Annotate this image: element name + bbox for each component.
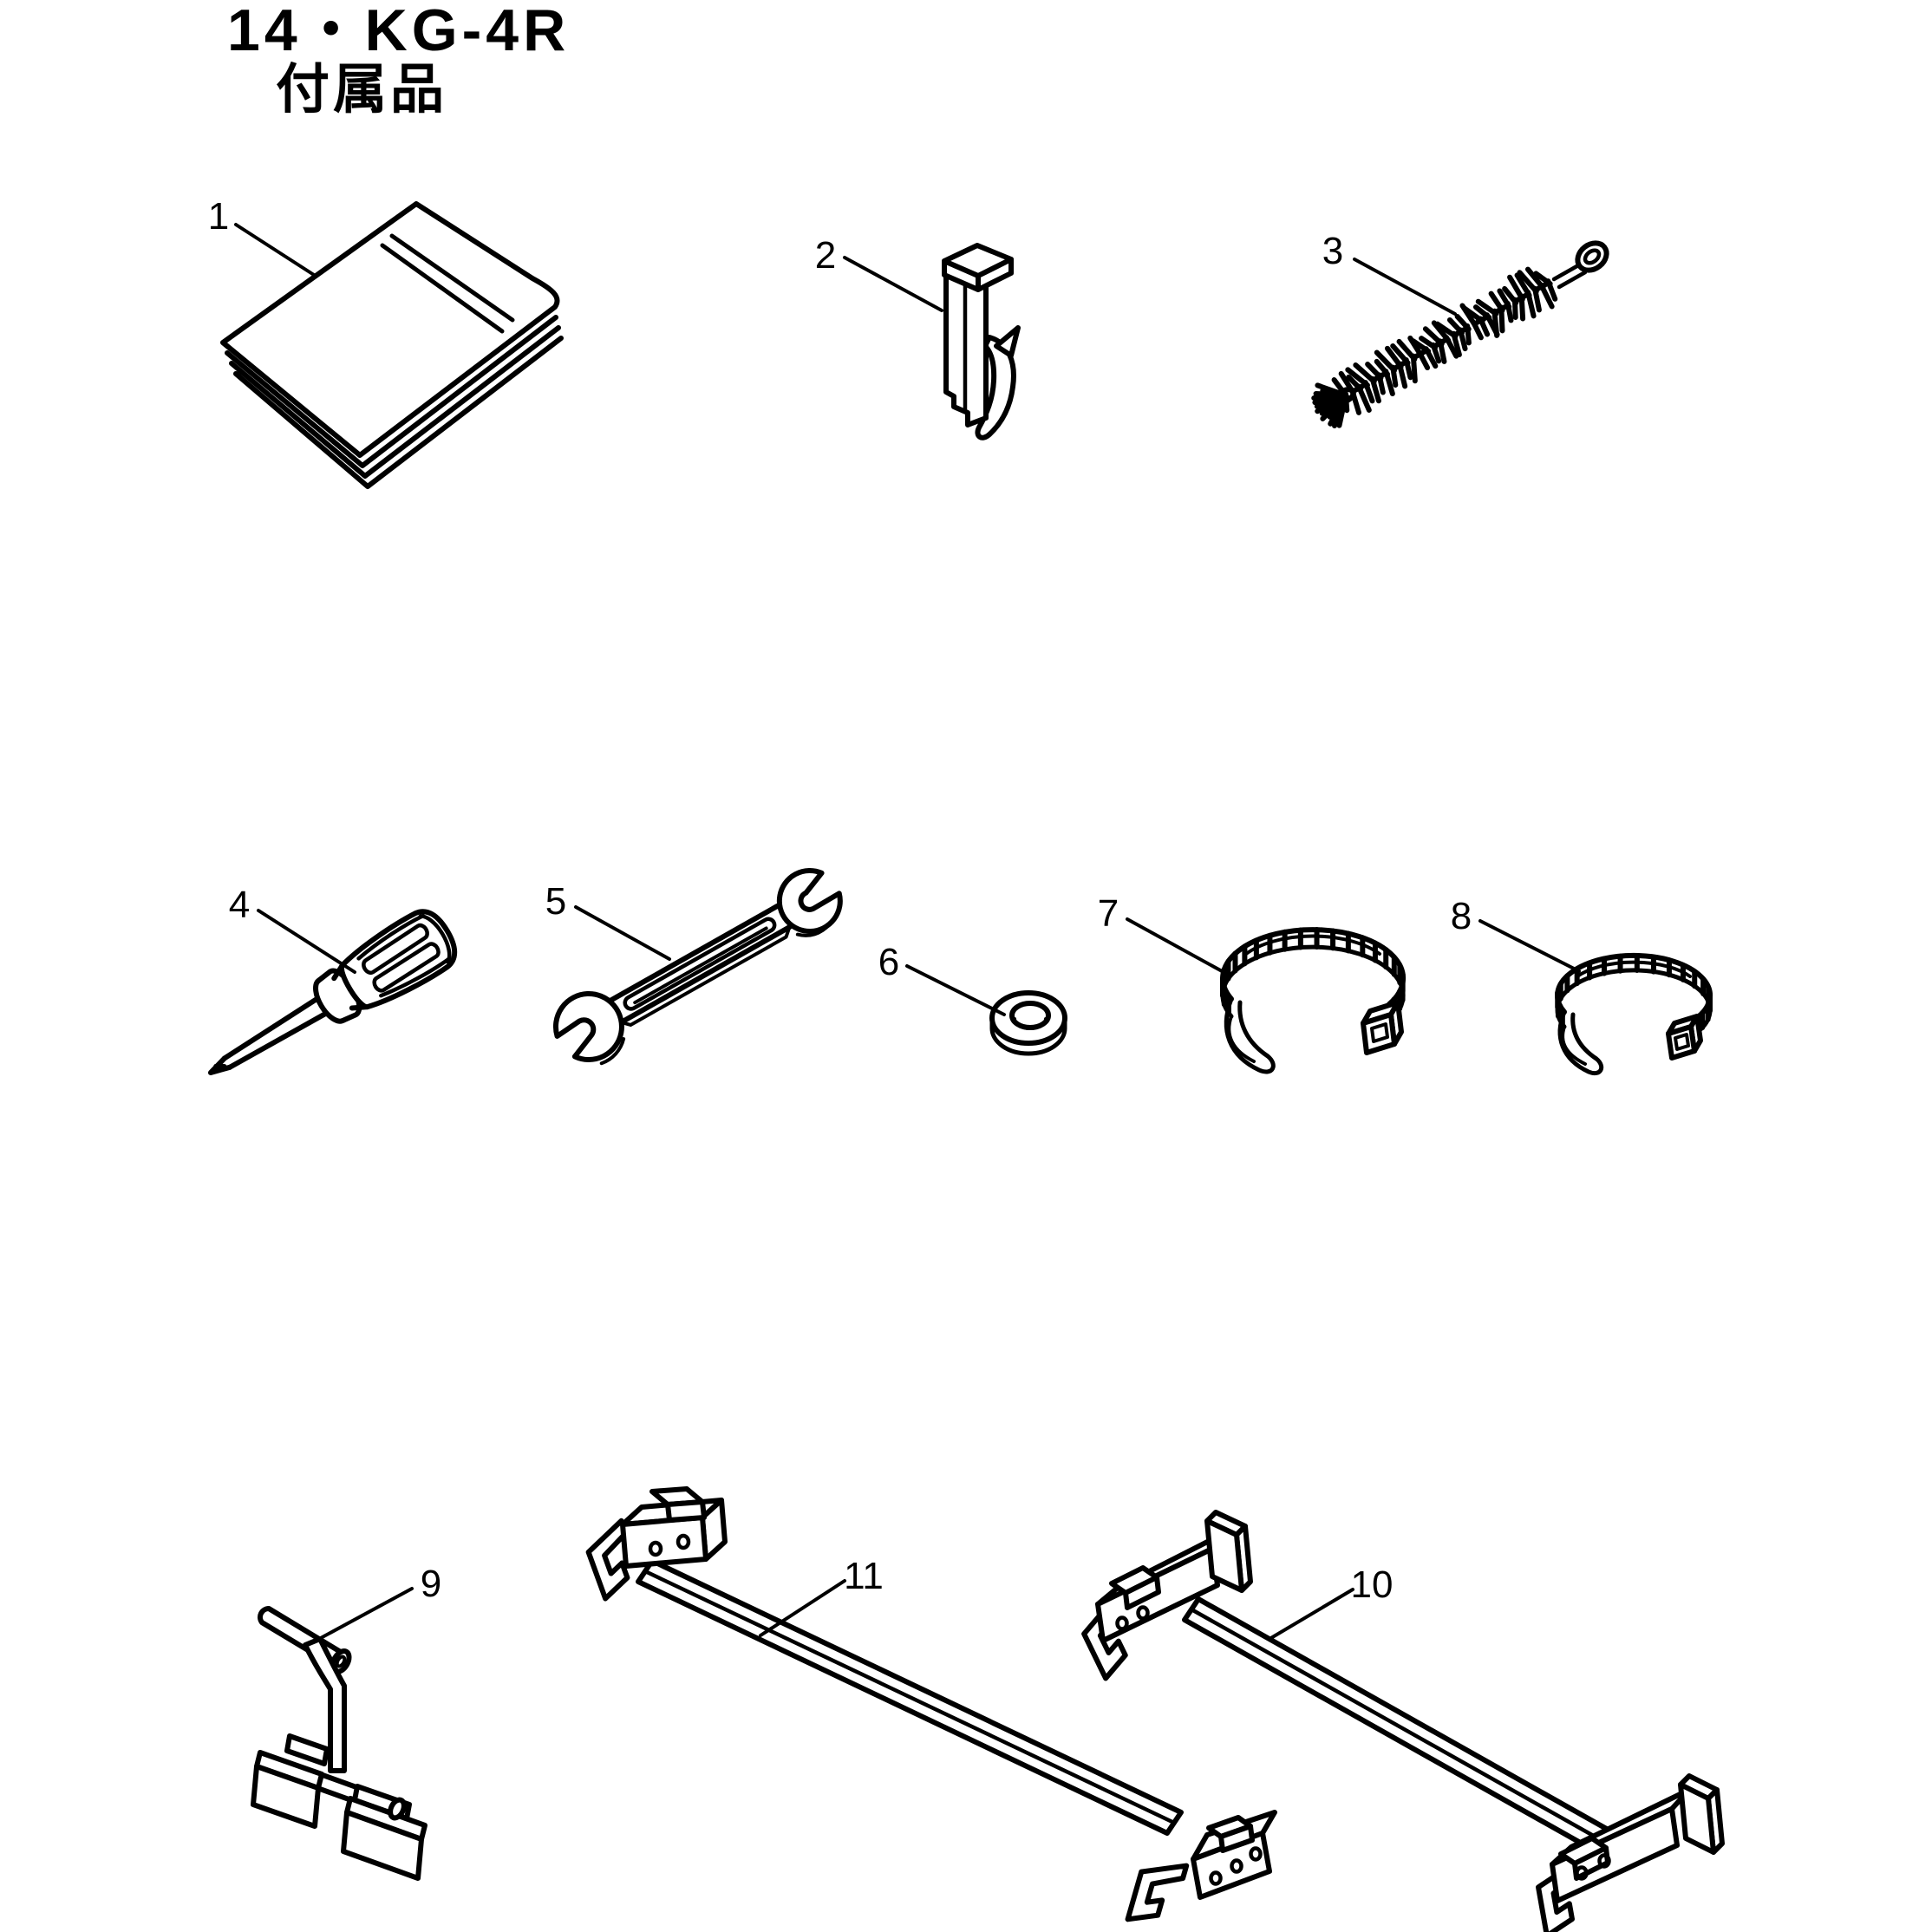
part-label-4: 4 <box>229 884 250 926</box>
part-label-1: 1 <box>208 195 229 238</box>
leader-line-4 <box>257 909 356 974</box>
part-10-bar-tool <box>1076 1510 1725 1932</box>
brush-bristles <box>1311 266 1558 428</box>
section-title: 付属品 <box>276 60 447 120</box>
leader-line-7 <box>1126 917 1225 974</box>
leader-line-9 <box>317 1587 414 1641</box>
part-4-screwdriver <box>208 909 458 1075</box>
part-11-bar-tool <box>582 1486 1277 1931</box>
part-label-10: 10 <box>1351 1563 1394 1606</box>
leader-line-1 <box>234 223 316 277</box>
part-9-handle-tool <box>251 1606 428 1881</box>
part-label-11: 11 <box>844 1555 884 1597</box>
part-6-washer <box>989 990 1067 1056</box>
part-7-clamp-band-large <box>1220 927 1407 1074</box>
part-label-7: 7 <box>1098 892 1119 935</box>
leader-line-10 <box>1268 1588 1354 1641</box>
leader-lines <box>234 223 1581 1641</box>
part-number-labels: 1 2 3 4 5 6 7 8 9 10 11 <box>208 195 1472 1606</box>
leader-line-3 <box>1353 258 1457 316</box>
part-label-6: 6 <box>878 941 899 983</box>
leader-line-11 <box>759 1579 846 1637</box>
part-label-9: 9 <box>421 1563 441 1605</box>
part-label-8: 8 <box>1451 895 1472 937</box>
page-title: 14・KG-4R <box>227 0 570 63</box>
part-label-3: 3 <box>1322 230 1343 272</box>
leader-line-5 <box>574 905 671 961</box>
part-8-clamp-band-small <box>1555 952 1713 1075</box>
part-3-cleaning-brush <box>1311 240 1609 428</box>
part-5-wrench <box>552 867 843 1066</box>
part-2-clip <box>942 243 1021 441</box>
leader-line-6 <box>905 964 1006 1016</box>
part-label-5: 5 <box>545 880 566 923</box>
leader-line-2 <box>843 256 943 312</box>
part-1-manual-booklet <box>220 201 564 489</box>
part-label-2: 2 <box>815 234 836 277</box>
leader-line-8 <box>1478 919 1581 973</box>
